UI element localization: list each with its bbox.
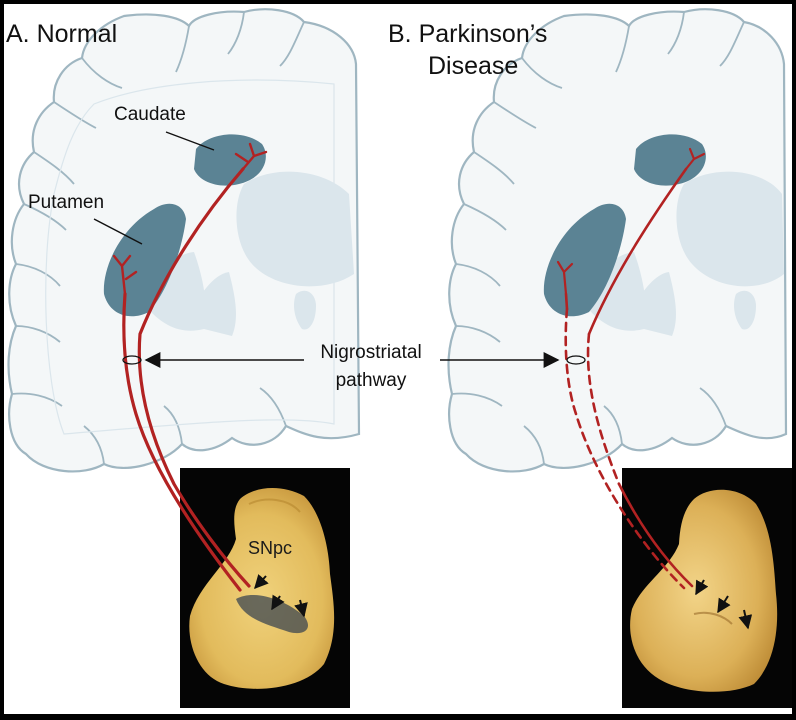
nigrostriatal-pathway-normal [122, 167, 251, 592]
snpc-photo-normal [180, 468, 350, 708]
panel-b-title-line1: B. Parkinson’s [388, 20, 548, 48]
pathway-arborization-parkinsons [556, 147, 706, 296]
snpc-label: SNpc [248, 538, 293, 558]
figure-canvas: A. Normal B. Parkinson’s Disease Caudate… [4, 4, 792, 714]
caudate-leader-line [165, 131, 215, 151]
pathway-marker-parkinsons [566, 355, 586, 365]
brain-section-normal [7, 8, 361, 473]
panel-a-title: A. Normal [6, 20, 118, 48]
caudate-parkinsons [634, 134, 706, 186]
pathway-label-line1: Nigrostriatal [320, 342, 422, 363]
photo-arrows-normal [254, 573, 308, 618]
deep-nuclei-normal [144, 171, 354, 336]
caudate-label: Caudate [114, 104, 186, 125]
deep-nuclei-parkinsons [584, 171, 784, 336]
sulci-normal [11, 11, 305, 465]
brain-outline-normal [7, 8, 361, 473]
putamen-leader-line [93, 218, 143, 245]
pathway-marker-normal [122, 355, 142, 365]
caudate-normal [194, 134, 266, 186]
pathway-label-line2: pathway [335, 370, 407, 391]
photo-arrows-parkinsons [695, 579, 753, 630]
diagram-svg [7, 8, 792, 708]
putamen-label: Putamen [28, 192, 105, 213]
sulci-parkinsons [451, 11, 745, 465]
panel-b-title-line2: Disease [428, 52, 519, 80]
nigrostriatal-pathway-parkinsons [564, 167, 694, 590]
pathway-arborization-normal [112, 142, 268, 296]
snpc-photo-parkinsons [622, 468, 792, 708]
